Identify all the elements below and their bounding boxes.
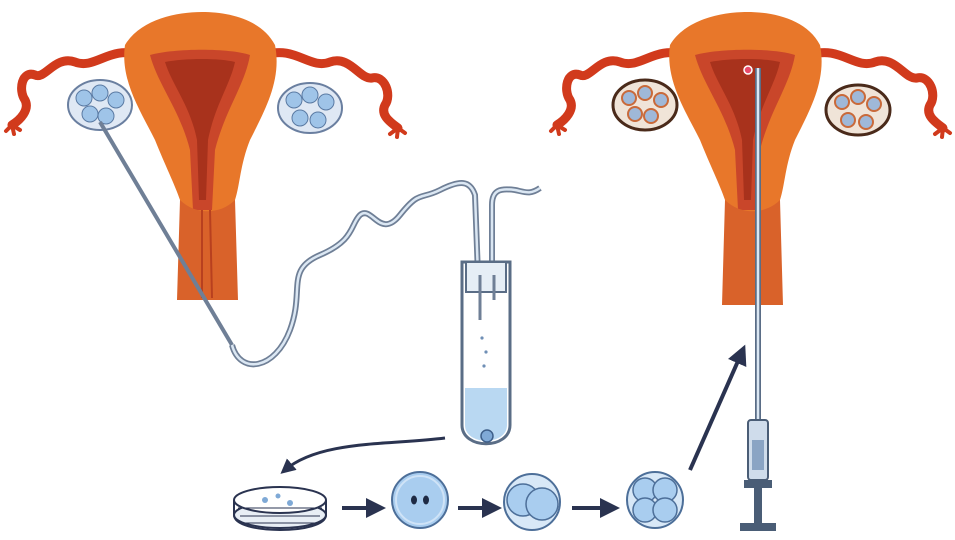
- aspiration-tubing: [232, 183, 478, 364]
- tube-stopper: [466, 262, 506, 292]
- collection-tube: [462, 262, 510, 444]
- fertilized-egg: [392, 472, 448, 528]
- transfer-cervix: [722, 200, 783, 305]
- collected-egg: [481, 430, 493, 442]
- right-ovary: [278, 83, 342, 133]
- arrow-embryo-to-transfer: [690, 352, 742, 470]
- right-uterus: [551, 12, 950, 305]
- petri-dish: [234, 487, 326, 530]
- arrow-tube-to-dish: [285, 438, 445, 470]
- right-fimbriae: [390, 128, 405, 137]
- transfer-syringe: [740, 420, 776, 531]
- four-cell-embryo: [627, 472, 683, 528]
- left-uterus: [6, 12, 405, 300]
- transfer-left-ovary: [613, 80, 677, 130]
- left-fimbriae: [6, 125, 20, 134]
- cervix: [177, 200, 238, 300]
- transferred-embryo: [744, 66, 752, 74]
- transfer-right-ovary: [826, 85, 890, 135]
- two-cell-embryo: [504, 474, 560, 530]
